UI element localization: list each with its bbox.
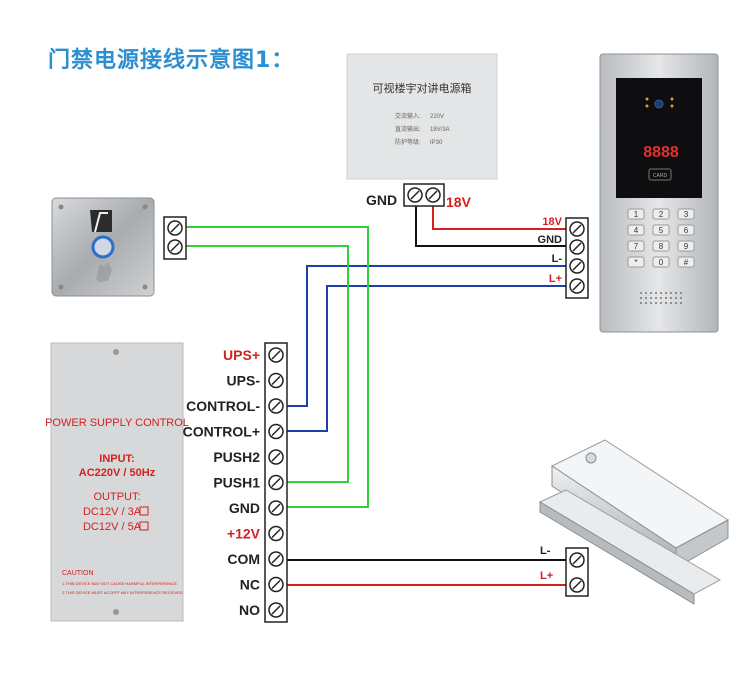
door-display: 8888 bbox=[643, 144, 679, 161]
psu-terminal-label: GND bbox=[229, 500, 260, 516]
diagram-title: 门禁电源接线示意图1： bbox=[48, 48, 295, 73]
intercom-spec-value: IP30 bbox=[430, 140, 443, 146]
keypad-key bbox=[677, 208, 695, 220]
keypad-key bbox=[627, 256, 645, 268]
psu-terminal-label: PUSH2 bbox=[213, 449, 260, 465]
psu-output-title: OUTPUT: bbox=[93, 491, 140, 503]
door-station: 8888 CARD 1 2 3 4 5 6 7 8 9 * 0 # bbox=[599, 53, 719, 333]
keypad-key bbox=[652, 240, 670, 252]
keypad-key-label: 5 bbox=[659, 226, 664, 235]
psu-caution-line: 1.THIS DEVICE MAY NOT CAUSE HARMFUL INTE… bbox=[62, 581, 177, 586]
lock-terminal-label: L+ bbox=[540, 570, 553, 582]
exit-button-terminal-block bbox=[163, 216, 187, 260]
intercom-power-box: 可视楼宇对讲电源箱 交流输入: 220V 直流输出: 18V/3A 防护等级: … bbox=[346, 53, 498, 180]
intercom-terminal-gnd: GND bbox=[366, 192, 397, 208]
keypad-key bbox=[627, 208, 645, 220]
keypad-key bbox=[627, 240, 645, 252]
wire-exit-gnd bbox=[186, 226, 369, 508]
psu-caution-line: 2.THIS DEVICE MUST ACCEPT ANY INTERFEREN… bbox=[62, 590, 183, 595]
keypad-key bbox=[677, 240, 695, 252]
intercom-spec-value: 220V bbox=[430, 114, 444, 120]
access-power-box: POWER SUPPLY CONTROL INPUT: AC220V / 50H… bbox=[45, 342, 189, 622]
psu-terminal-label: UPS+ bbox=[223, 347, 260, 363]
door-terminal-label: L- bbox=[552, 253, 563, 265]
keypad-key-label: 4 bbox=[634, 226, 639, 235]
card-label: CARD bbox=[653, 173, 668, 179]
wire-gnd-intercom bbox=[415, 205, 566, 247]
psu-terminal-label: NC bbox=[240, 577, 260, 593]
psu-terminal-label: COM bbox=[227, 551, 260, 567]
door-terminal-label: L+ bbox=[549, 273, 562, 285]
door-terminal-label: GND bbox=[538, 234, 563, 246]
wires bbox=[186, 205, 566, 586]
keypad-key bbox=[652, 256, 670, 268]
keypad-key-label: 1 bbox=[634, 210, 639, 219]
keypad-key bbox=[652, 208, 670, 220]
psu-input-title: INPUT: bbox=[99, 453, 134, 465]
intercom-spec-label: 交流输入: bbox=[395, 112, 421, 120]
keypad-key-label: * bbox=[634, 258, 637, 267]
wire-exit-push1 bbox=[186, 245, 349, 483]
keypad-key-label: 6 bbox=[684, 226, 689, 235]
lock-terminal-label: L- bbox=[540, 545, 551, 557]
keypad-key-label: # bbox=[684, 258, 689, 267]
psu-terminal-label: CONTROL- bbox=[186, 398, 260, 414]
intercom-spec-label: 直流输出: bbox=[395, 125, 421, 133]
psu-terminal-label: +12V bbox=[227, 526, 261, 542]
psu-input-value: AC220V / 50Hz bbox=[79, 467, 156, 479]
speaker-grille bbox=[640, 292, 682, 304]
keypad-key-label: 8 bbox=[659, 242, 664, 251]
psu-output-line: DC12V / 3A bbox=[83, 506, 142, 518]
keypad-key bbox=[677, 256, 695, 268]
keypad-key-label: 9 bbox=[684, 242, 689, 251]
exit-button bbox=[51, 197, 155, 297]
keypad-key-label: 2 bbox=[659, 210, 664, 219]
intercom-spec-value: 18V/3A bbox=[430, 127, 450, 133]
intercom-terminal-18v: 18V bbox=[446, 194, 472, 210]
intercom-psu-heading: 可视楼宇对讲电源箱 bbox=[373, 81, 472, 95]
keypad-key bbox=[627, 224, 645, 236]
psu-terminal-label: CONTROL+ bbox=[183, 424, 260, 440]
magnetic-lock bbox=[538, 439, 729, 605]
keypad-key-label: 0 bbox=[659, 258, 664, 267]
psu-terminal-label: PUSH1 bbox=[213, 475, 260, 491]
keypad: 1 2 3 4 5 6 7 8 9 * 0 # bbox=[627, 208, 695, 268]
wire-l-plus-control bbox=[287, 285, 566, 432]
door-station-terminal-block: 18V GND L- L+ bbox=[538, 216, 589, 299]
psu-brand: POWER SUPPLY CONTROL bbox=[45, 417, 189, 429]
psu-terminal-label: NO bbox=[239, 602, 260, 618]
psu-terminal-label: UPS- bbox=[227, 373, 261, 389]
wire-l-minus-control bbox=[287, 265, 566, 407]
keypad-key bbox=[677, 224, 695, 236]
psu-output-line: DC12V / 5A bbox=[83, 521, 142, 533]
keypad-key-label: 3 bbox=[684, 210, 689, 219]
keypad-key-label: 7 bbox=[634, 242, 639, 251]
wire-18v bbox=[432, 205, 566, 230]
intercom-terminal-block bbox=[403, 183, 445, 207]
psu-caution-title: CAUTION bbox=[62, 570, 94, 577]
lock-terminal-block: L- L+ bbox=[540, 545, 589, 597]
door-terminal-label: 18V bbox=[542, 216, 562, 228]
intercom-spec-label: 防护等级: bbox=[395, 138, 421, 146]
keypad-key bbox=[652, 224, 670, 236]
